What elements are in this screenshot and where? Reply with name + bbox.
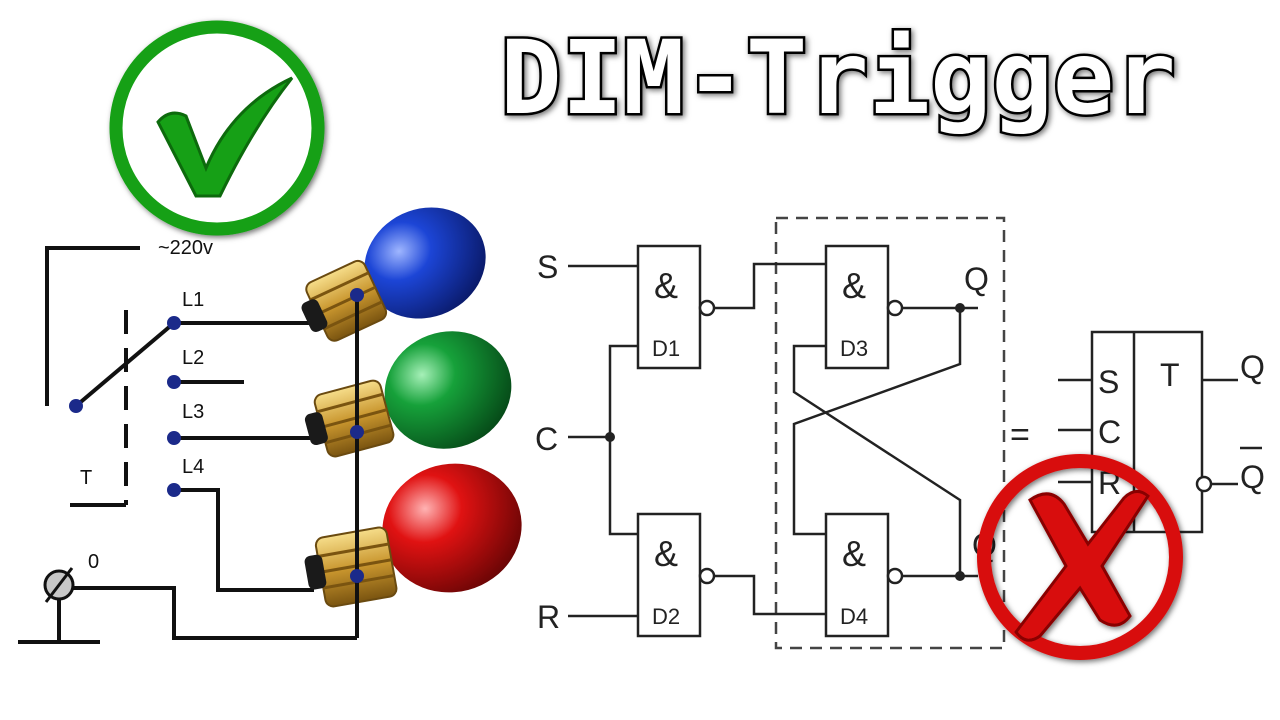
node-l2 [167,375,181,389]
input-label-r: R [537,599,560,635]
node-l4 [167,483,181,497]
t-block-label: T [1160,357,1180,393]
wire-l4 [174,488,314,592]
bubble-d4 [886,567,904,585]
node-switch [69,399,83,413]
line-label-l1: L1 [182,289,204,311]
gate-d4-symbol: & [842,533,866,574]
gate-d3-label: D3 [840,336,868,361]
voltage-label: ~220v [158,237,213,259]
wire-neutral [63,586,357,640]
neutral-terminal [43,567,75,603]
gate-d2-label: D2 [652,604,680,629]
line-label-l2: L2 [182,347,204,369]
input-label-s: S [537,249,558,285]
junction-q [955,303,965,313]
neutral-label: 0 [88,551,99,573]
gate-d1-symbol: & [654,265,678,306]
wire-feedback-qbar [792,344,962,576]
bubble-d1 [698,299,716,317]
gate-d4 [824,512,890,638]
check-mark [156,76,294,198]
t-input-label-c: C [1098,414,1121,450]
check-icon [109,20,325,236]
node-l1 [167,316,181,330]
gate-d2-symbol: & [654,533,678,574]
cross-ring [977,454,1183,660]
gate-d1-label: D1 [652,336,680,361]
node-l3 [167,431,181,445]
gate-d4-label: D4 [840,604,868,629]
t-bubble [1195,475,1213,493]
line-label-l4: L4 [182,456,204,478]
input-label-c: C [535,421,558,457]
wire-d2-d4 [714,574,826,616]
junction-qbar [955,571,965,581]
bulb-blue [301,207,486,342]
bubble-d2 [698,567,716,585]
node-bulb-3 [350,569,364,583]
check-ring [109,20,325,236]
cross-mark [1014,490,1150,642]
wire-c-branch [608,344,638,536]
t-output-label-q: Q [1240,349,1265,385]
gate-d3 [824,244,890,370]
bubble-d3 [886,299,904,317]
output-label-q: Q [964,261,989,297]
gate-d1 [636,244,702,370]
wire-phase [45,246,140,406]
t-output-label-qbar: Q [1240,459,1265,495]
gate-d3-symbol: & [842,265,866,306]
t-input-label-s: S [1098,364,1119,400]
gate-d2 [636,512,702,638]
wiring-nodes [69,316,181,497]
cross-icon [977,454,1183,660]
equals-sign: = [1010,416,1030,454]
line-label-l3: L3 [182,401,204,423]
node-bulb-2 [350,425,364,439]
title-group: DIM-Trigger [498,17,1179,141]
bulb-red [304,463,522,608]
wire-d1-d3 [714,262,826,310]
node-bulb-1 [350,288,364,302]
page-title: DIM-Trigger [500,19,1176,138]
junction-c [605,432,615,442]
latch-boundary [774,216,1006,650]
wire-feedback-q [792,308,962,536]
switch-label: T [80,467,92,489]
